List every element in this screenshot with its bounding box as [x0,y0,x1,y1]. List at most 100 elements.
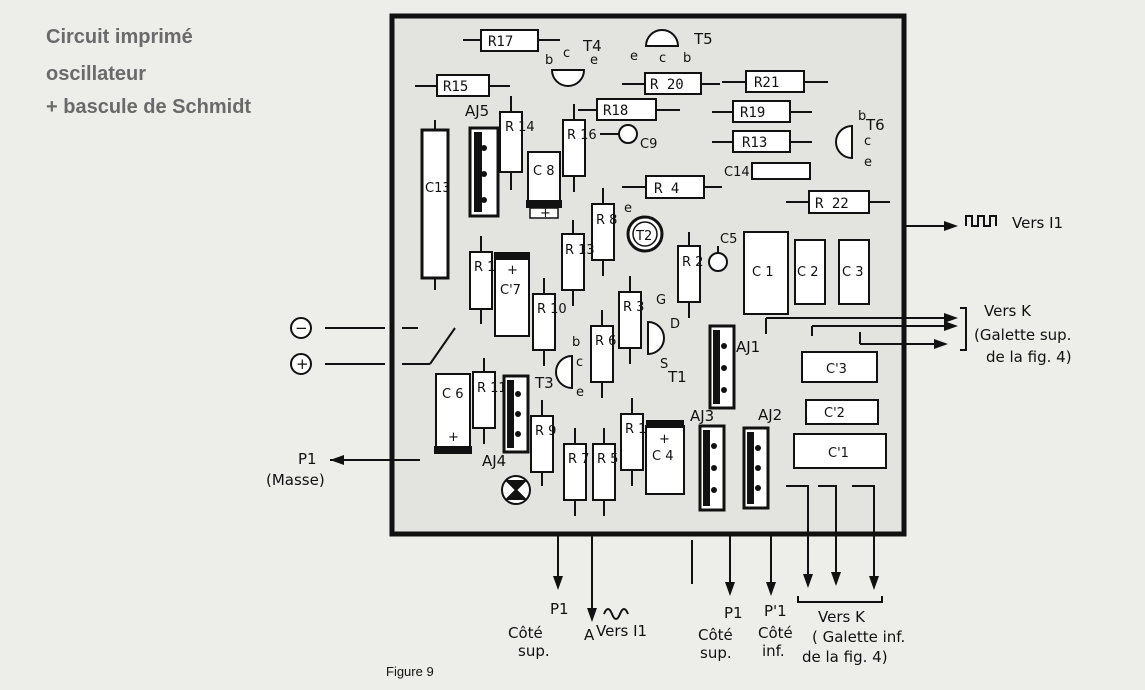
label-bottom-p1: P1 [550,600,569,618]
label-galette-sup-right: (Galette sup. [974,326,1071,344]
resistor-r7: R 7 [563,428,589,516]
resistor-r8: R 8 [591,188,617,276]
capacitor-c13: C13 [420,120,451,290]
label-r1: R 1 [625,422,646,437]
capacitor-c3-prime: C'3 [801,351,878,383]
t1-pin-g: G [656,293,666,308]
adjuster-aj2: AJ2 [742,406,782,510]
resistor-r1: R 1 [620,398,646,486]
label-c2-prime: C'2 [824,406,845,421]
label-bottom-sup: sup. [518,642,550,660]
label-r20: R 20 [650,77,684,93]
resistor-r15: R15 [415,74,510,97]
t1-pin-d: D [670,317,680,332]
label-r19: R19 [740,105,765,121]
capacitor-c3: C 3 [838,239,870,305]
label-bottom-sup-b: sup. [700,644,732,662]
label-r13-vertical: R 13 [565,243,595,258]
t6-pin-b: b [858,109,866,124]
label-c9: C9 [640,137,657,152]
t6-pin-c: c [864,134,871,149]
label-r22: R 22 [815,196,849,212]
label-r3: R 3 [623,300,644,315]
t3-pin-e: e [576,385,584,400]
transistor-t4: T4 b c e [545,37,602,87]
lamp-icon [501,475,531,505]
resistor-r18: R18 [578,98,680,121]
resistor-r14: R 14 [499,96,535,190]
transistor-t3: T3 b c e [534,335,584,400]
resistor-r5: R 5 [592,428,618,516]
label-r13-horizontal: R13 [742,135,767,151]
label-aj1: AJ1 [736,338,760,356]
resistor-r10: R 10 [532,278,567,366]
resistor-r13-vertical: R 13 [561,220,595,306]
label-c13: C13 [425,181,451,196]
label-t5: T5 [693,30,713,48]
resistor-r22: R 22 [786,190,890,214]
label-c5: C5 [720,232,737,247]
svg-text:+: + [448,430,459,445]
transistor-t6: T6 b c e [835,109,885,170]
label-r6: R 6 [595,334,616,349]
resistor-r6: R 6 [590,310,616,398]
label-bottom-cote-inf: Côté [758,624,793,642]
adjuster-aj5: AJ5 [465,102,500,218]
capacitor-c2-prime: C'2 [805,399,879,425]
figure-caption: Figure 9 [386,664,434,679]
label-c6: C 6 [442,387,463,402]
t4-pin-e: e [590,53,598,68]
label-bottom-p1b: P1 [724,604,743,622]
capacitor-c6: + C 6 [434,373,472,454]
t4-pin-c: c [563,46,570,61]
label-bottom-galette-inf: ( Galette inf. [812,628,905,646]
t2-pin-e: e [624,201,632,216]
adjuster-aj3: AJ3 [690,407,726,512]
label-t4: T4 [582,37,602,55]
p1-masse-connection: P1 (Masse) [266,450,420,489]
svg-text:+: + [659,432,670,447]
label-r10: R 10 [537,302,567,317]
resistor-r21: R21 [722,70,828,93]
capacitor-c8: + C 8 [526,151,562,221]
label-t2: T2 [635,229,652,244]
label-p1-masse: P1 [298,450,317,468]
label-r15: R15 [443,79,468,95]
plus-terminal: + [290,327,456,375]
label-vers-i1-right: Vers I1 [1012,214,1063,232]
label-t6: T6 [865,116,885,134]
label-masse: (Masse) [266,471,325,489]
capacitor-c7: + C'7 [494,252,530,337]
label-c8: C 8 [533,164,554,179]
resistor-r17: R17 [463,29,560,52]
label-t3: T3 [534,374,554,392]
vers-k-right: Vers K (Galette sup. de la fig. 4) [765,302,1072,366]
label-aj3: AJ3 [690,407,714,425]
capacitor-c1-prime: C'1 [793,433,887,469]
label-r2: R 2 [682,255,703,270]
title-line-2: oscillateur [46,63,147,85]
label-r4: R 4 [654,181,679,197]
capacitor-c4: + C 4 [645,420,685,495]
t1-pin-s: S [660,357,668,372]
capacitor-c2: C 2 [794,239,826,305]
label-c1: C 1 [752,265,773,280]
label-aj4: AJ4 [482,452,506,470]
vers-i1-right: Vers I1 [904,214,1063,232]
transistor-t1: T1 G D S [647,293,687,386]
label-r17: R17 [488,34,513,50]
label-c3: C 3 [842,265,863,280]
resistor-r2: R 2 [677,232,703,318]
label-fig4-right: de la fig. 4) [986,348,1072,366]
resistor-r4: R 4 [622,175,722,199]
label-r21: R21 [754,75,779,91]
capacitor-c14: C14 [724,162,811,180]
t3-pin-b: b [572,335,580,350]
label-c2: C 2 [797,265,818,280]
svg-text:+: + [540,206,551,221]
label-t1: T1 [667,368,687,386]
label-r14: R 14 [505,120,535,135]
resistor-r11: R 11 [472,358,507,444]
t5-pin-b: b [683,51,691,66]
